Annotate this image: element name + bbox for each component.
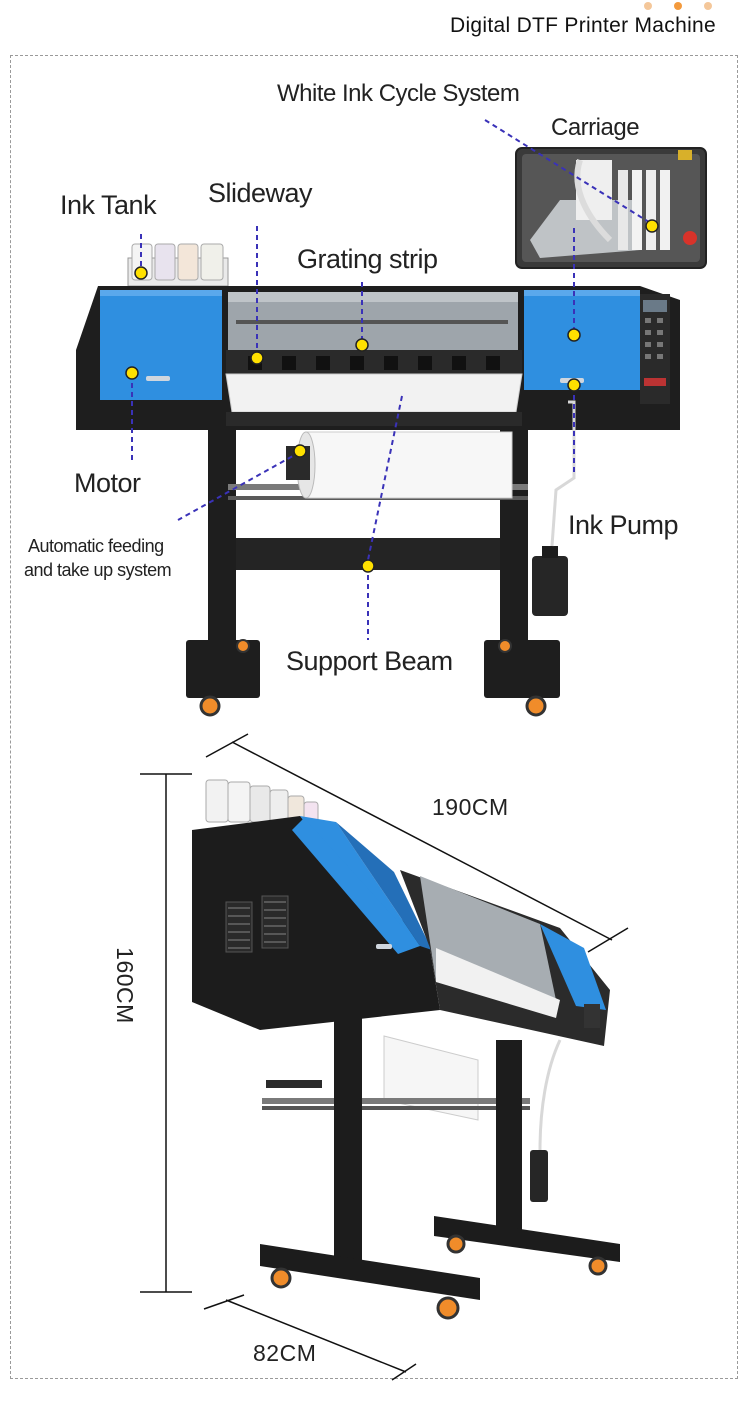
dot-icon: [704, 2, 712, 10]
callout-markers: [125, 219, 659, 573]
dot-icon: [644, 2, 652, 10]
marker-white-ink-icon: [645, 219, 659, 233]
label-ink-tank: Ink Tank: [60, 190, 157, 220]
marker-ink-tank-icon: [134, 266, 148, 280]
marker-grating-icon: [355, 338, 369, 352]
marker-slideway-icon: [250, 351, 264, 365]
side-ink-tank-illustration: [205, 779, 319, 827]
page-title: Digital DTF Printer Machine: [449, 14, 716, 37]
marker-motor-icon: [125, 366, 139, 380]
marker-ink-pump-icon: [567, 378, 581, 392]
marker-carriage-icon: [567, 328, 581, 342]
marker-support-beam-icon: [361, 559, 375, 573]
label-auto-feeding-line2: and take up system: [24, 560, 172, 580]
label-motor: Motor: [74, 468, 141, 498]
dashed-frame: [10, 55, 738, 1379]
side-stand-illustration: [260, 1014, 620, 1320]
dimension-length-label: 190CM: [432, 794, 509, 820]
leader-lines: [131, 119, 653, 640]
dot-icon: [674, 2, 682, 10]
label-auto-feeding-line1: Automatic feeding: [28, 536, 164, 556]
dimension-lines: [140, 733, 629, 1381]
stand-illustration: [186, 400, 576, 717]
label-ink-pump: Ink Pump: [568, 510, 679, 540]
printer-body-illustration: [76, 286, 680, 430]
dimension-depth-label: 82CM: [253, 1340, 317, 1366]
carriage-inset-illustration: [515, 147, 707, 269]
label-support-beam: Support Beam: [286, 646, 453, 676]
side-body-illustration: [192, 816, 610, 1121]
label-slideway: Slideway: [208, 178, 313, 208]
label-grating-strip: Grating strip: [297, 244, 438, 274]
marker-feeding-icon: [293, 444, 307, 458]
label-white-ink-cycle-system: White Ink Cycle System: [277, 80, 520, 107]
label-carriage: Carriage: [551, 114, 640, 141]
dimension-height-label: 160CM: [111, 947, 138, 1024]
